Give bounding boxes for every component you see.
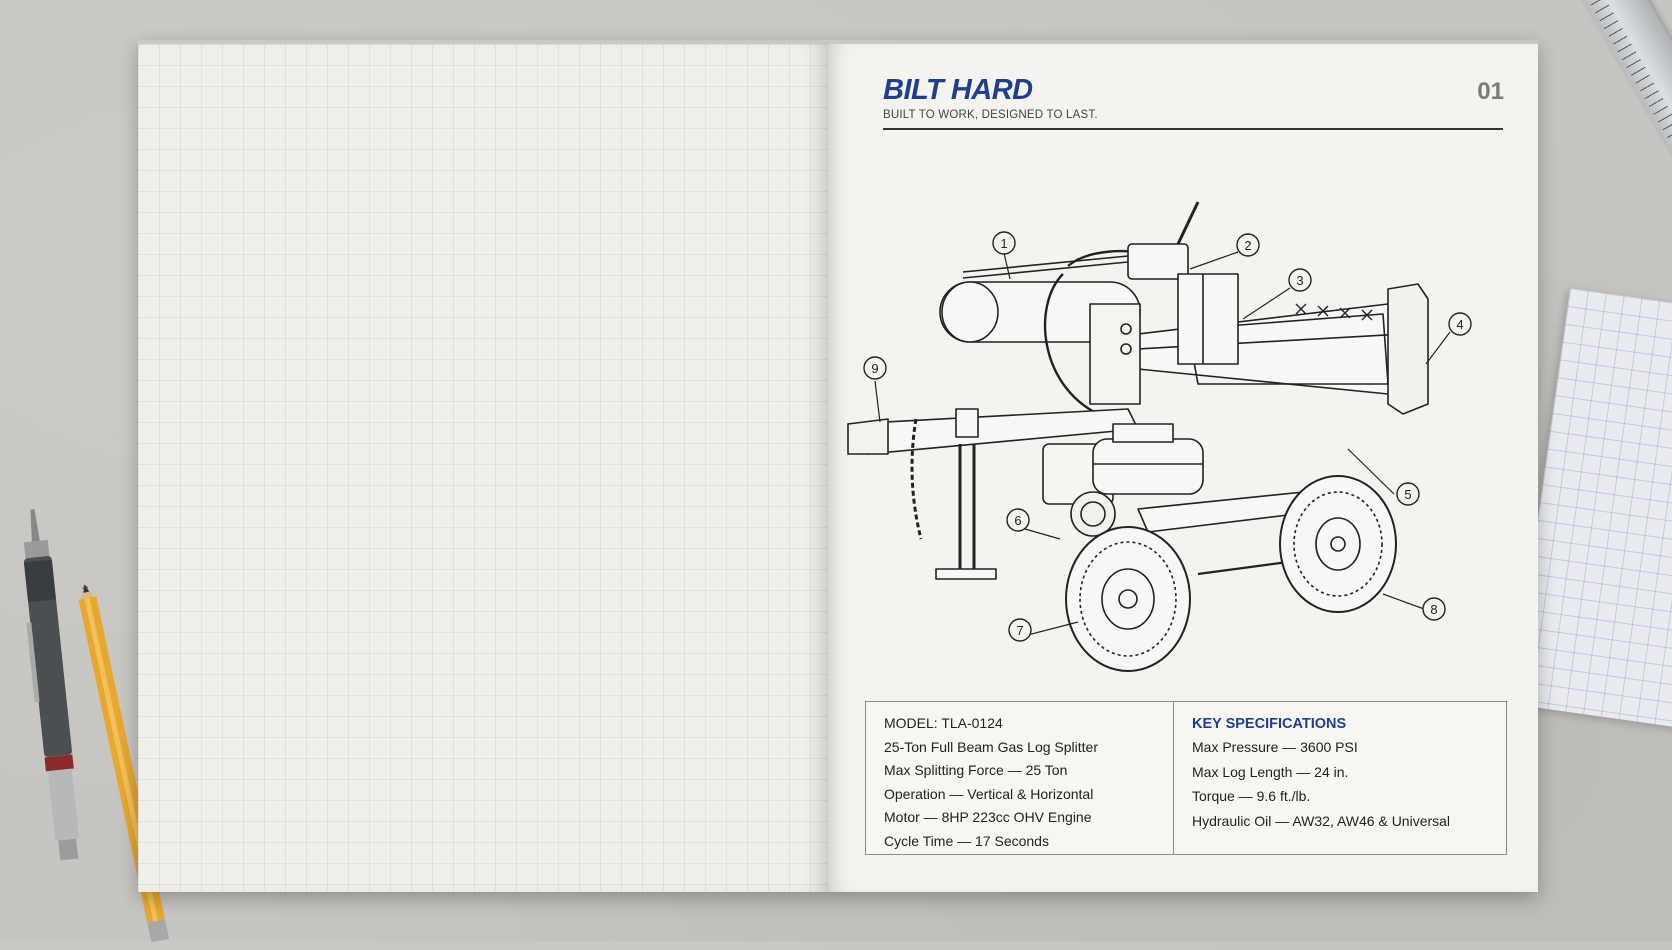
callout-7: 7 bbox=[1016, 623, 1023, 638]
brand-logo: BILT HARD BUILT TO WORK, DESIGNED TO LAS… bbox=[883, 74, 1098, 121]
key-specifications: KEY SPECIFICATIONS Max Pressure — 3600 P… bbox=[1174, 702, 1506, 854]
blank-grid-page bbox=[138, 44, 828, 892]
key-spec-line: Max Pressure — 3600 PSI bbox=[1192, 739, 1358, 755]
callout-2: 2 bbox=[1244, 238, 1251, 253]
page-number: 01 bbox=[1477, 78, 1504, 105]
notebook-spread: BILT HARD BUILT TO WORK, DESIGNED TO LAS… bbox=[138, 40, 1538, 892]
callout-4: 4 bbox=[1456, 317, 1463, 332]
key-spec-line: Hydraulic Oil — AW32, AW46 & Universal bbox=[1192, 812, 1451, 829]
callout-3: 3 bbox=[1296, 273, 1303, 288]
spec-line: Motor — 8HP 223cc OHV Engine bbox=[884, 809, 1092, 825]
model-number: MODEL: TLA-0124 bbox=[884, 715, 1003, 731]
key-spec-title: KEY SPECIFICATIONS bbox=[1192, 716, 1347, 732]
callout-9: 9 bbox=[871, 361, 878, 376]
spec-summary: MODEL: TLA-0124 25-Ton Full Beam Gas Log… bbox=[866, 702, 1174, 854]
spec-line: Cycle Time — 17 Seconds bbox=[884, 832, 1049, 849]
key-spec-line: Torque — 9.6 ft./lb. bbox=[1192, 788, 1311, 804]
spec-line: Max Splitting Force — 25 Ton bbox=[884, 762, 1068, 778]
ruler-icon bbox=[1560, 0, 1672, 290]
callout-8: 8 bbox=[1430, 602, 1437, 617]
callout-5: 5 bbox=[1404, 487, 1411, 502]
spec-line: 25-Ton Full Beam Gas Log Splitter bbox=[884, 738, 1098, 755]
key-spec-line: Max Log Length — 24 in. bbox=[1192, 763, 1349, 780]
mechanical-pencil-icon bbox=[23, 509, 80, 861]
callout-1: 1 bbox=[1000, 236, 1007, 251]
spec-table: MODEL: TLA-0124 25-Ton Full Beam Gas Log… bbox=[865, 701, 1507, 855]
brand-name: BILT HARD bbox=[883, 74, 1033, 106]
callout-6: 6 bbox=[1014, 513, 1021, 528]
header-divider bbox=[883, 128, 1503, 130]
log-splitter-illustration: 1 2 3 4 5 6 7 8 9 bbox=[847, 201, 1472, 672]
spec-line: Operation — Vertical & Horizontal bbox=[884, 785, 1094, 802]
brand-tagline: BUILT TO WORK, DESIGNED TO LAST. bbox=[883, 109, 1098, 121]
manual-page: BILT HARD BUILT TO WORK, DESIGNED TO LAS… bbox=[828, 44, 1538, 892]
